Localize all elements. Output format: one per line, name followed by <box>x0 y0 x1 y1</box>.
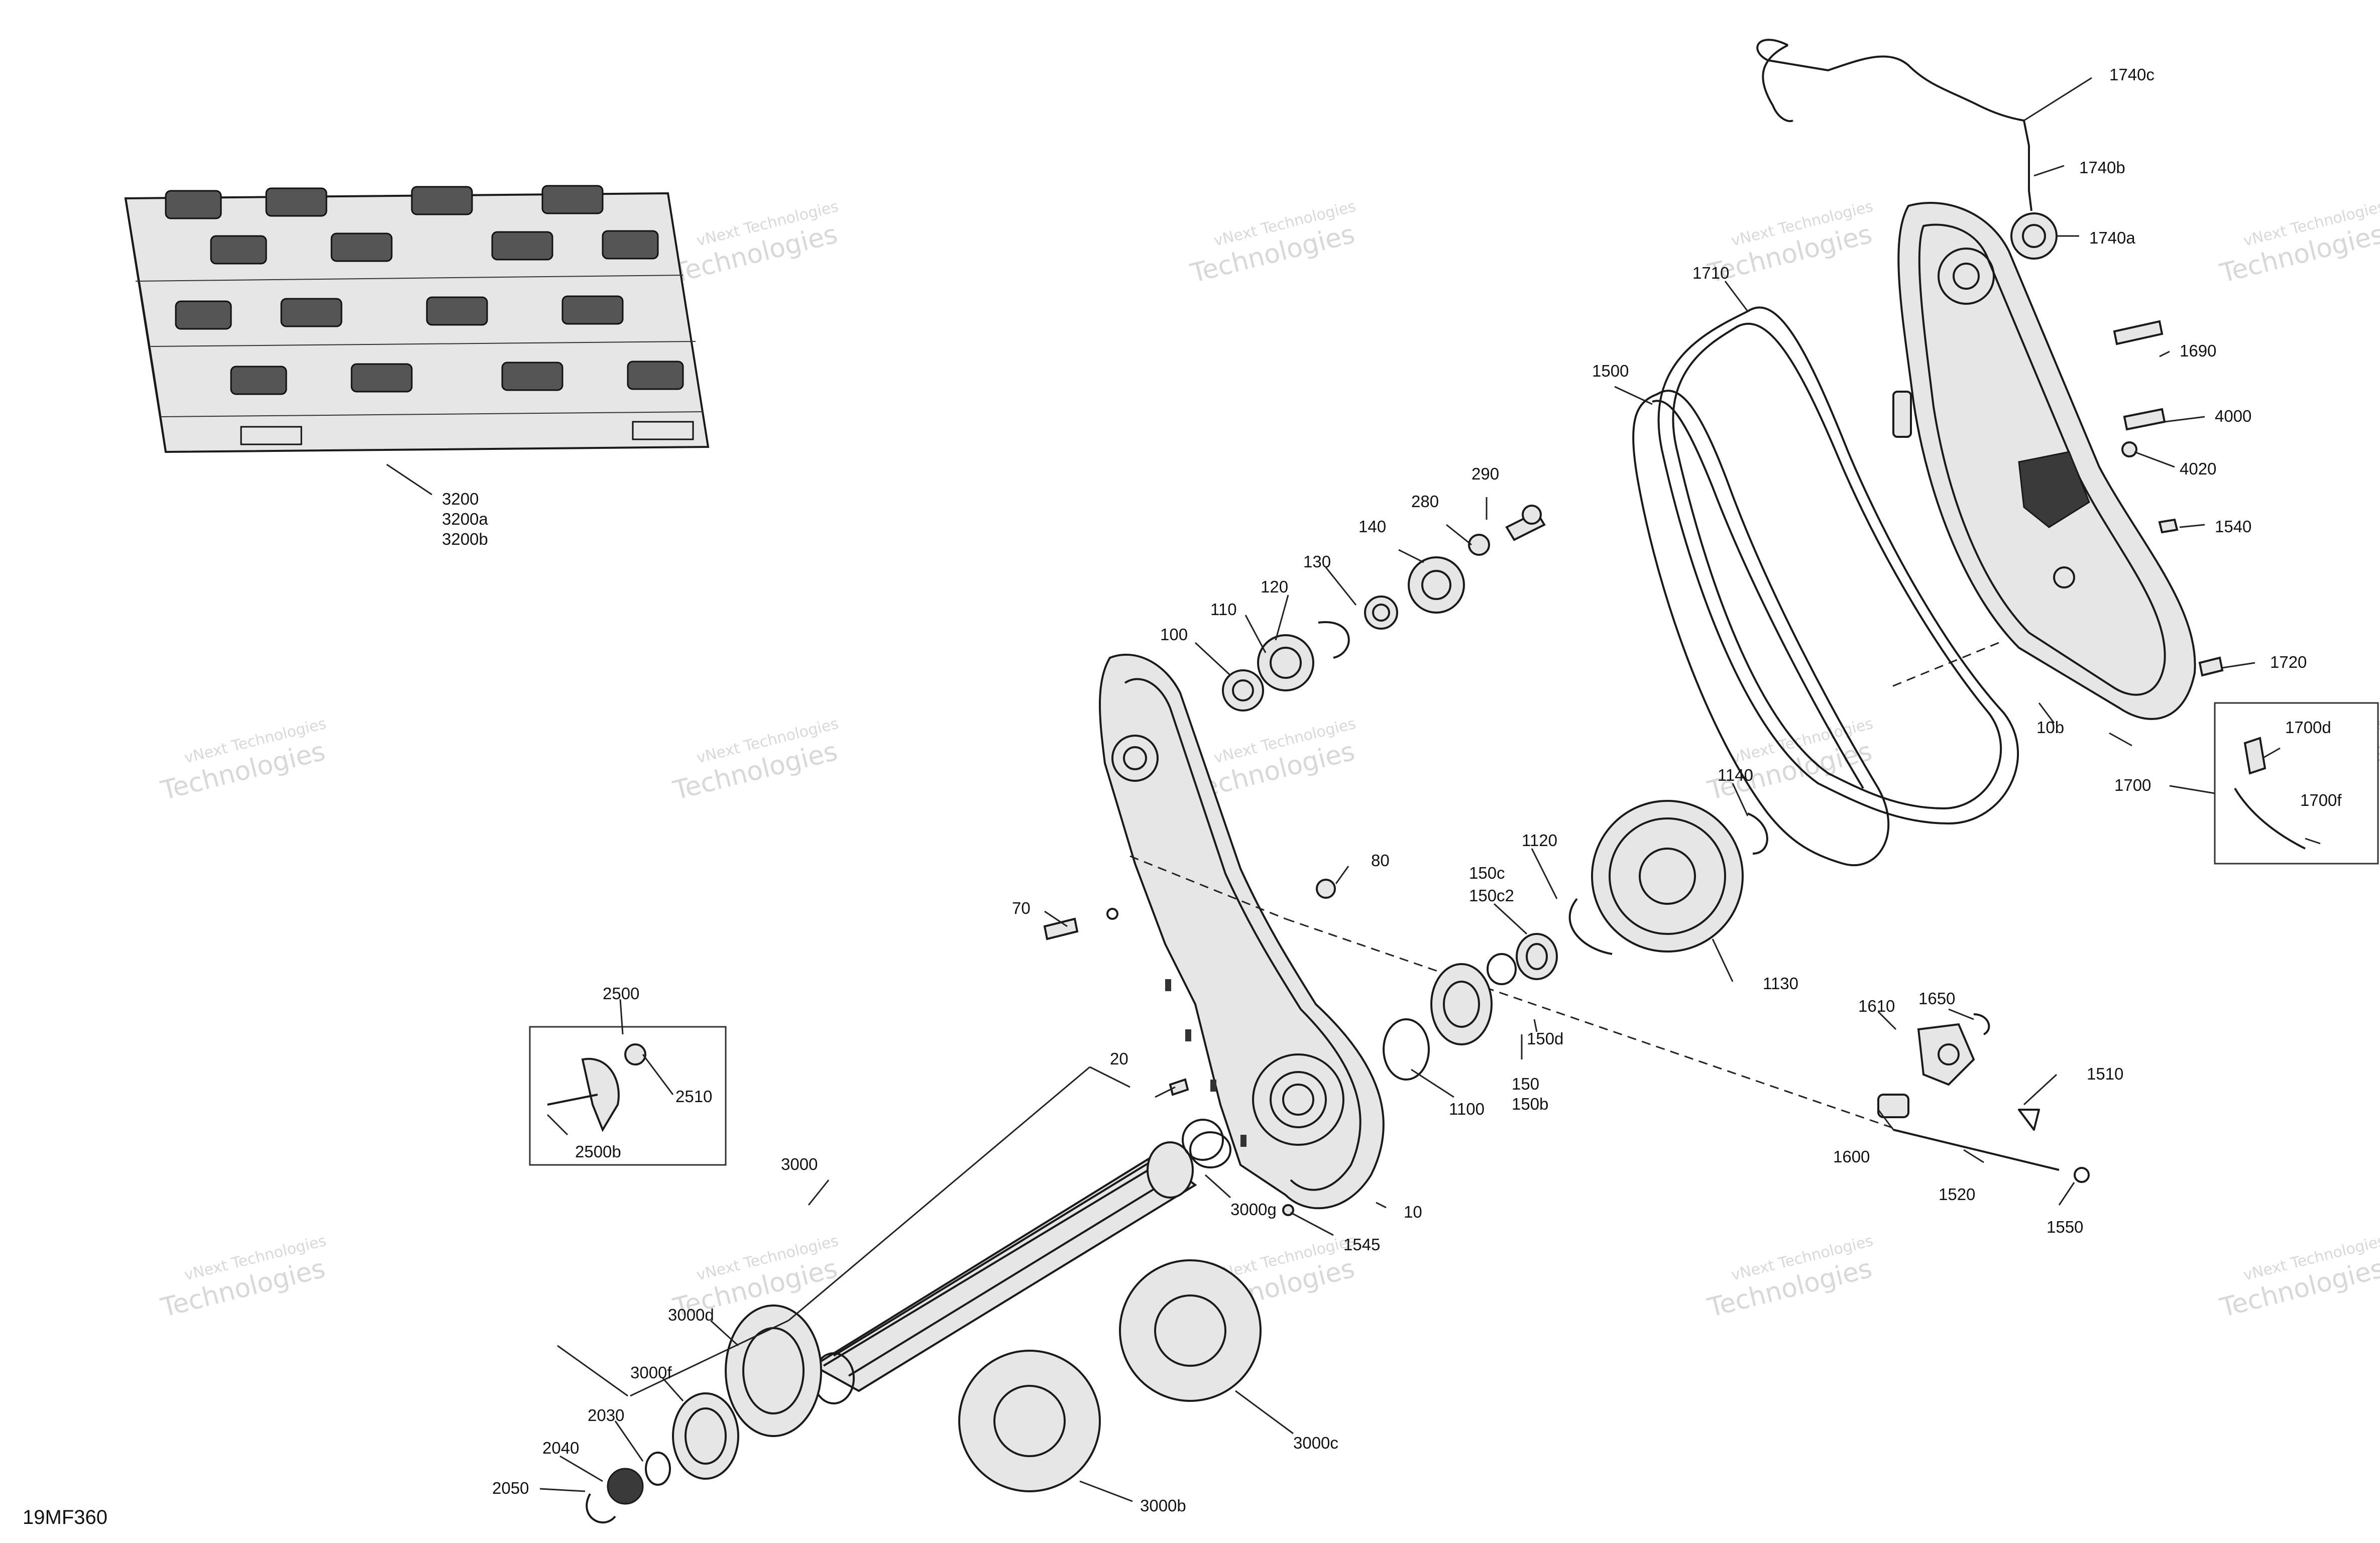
callout-150c2: 150c2 <box>1469 886 1514 905</box>
callout-2030: 2030 <box>588 1406 624 1425</box>
callout-1700d: 1700d <box>2285 718 2331 737</box>
callout-2510: 2510 <box>675 1087 712 1106</box>
callout-130: 130 <box>1303 552 1331 571</box>
assembly-axes <box>1129 642 1999 1131</box>
callout-3000c: 3000c <box>1293 1434 1338 1452</box>
drive-sprockets <box>958 1259 1262 1492</box>
callout-140: 140 <box>1358 517 1386 536</box>
watermark: vNext Technologies Technologies <box>1705 1232 1875 1324</box>
callout-3000g: 3000g <box>1230 1200 1277 1219</box>
callout-1700f: 1700f <box>2300 791 2342 809</box>
callout-1600: 1600 <box>1833 1147 1870 1166</box>
callout-1120: 1120 <box>1522 831 1557 850</box>
callout-1520: 1520 <box>1939 1185 1975 1204</box>
callout-3000d: 3000d <box>668 1305 714 1324</box>
callout-70: 70 <box>1012 899 1031 917</box>
watermark: vNext Technologies Technologies <box>1705 715 1875 806</box>
callout-3000: 3000 <box>781 1155 818 1173</box>
callout-290: 290 <box>1471 464 1499 483</box>
inset-2500 <box>529 1026 727 1166</box>
callout-20: 20 <box>1110 1049 1128 1068</box>
watermark: vNext Technologies Technologies <box>2217 1232 2380 1324</box>
callout-280: 280 <box>1411 492 1439 511</box>
callout-1545: 1545 <box>1343 1235 1380 1254</box>
callout-3000f: 3000f <box>630 1363 672 1382</box>
callout-labels: 3200 3200a 3200b 1740c 1740b 1740a 1710 … <box>442 65 2342 1515</box>
callout-1500: 1500 <box>1592 362 1629 380</box>
callout-2500b: 2500b <box>575 1142 621 1161</box>
chaincase-housing <box>1099 653 1385 1210</box>
callout-10b: 10b <box>2036 718 2064 737</box>
chains <box>1632 306 2019 867</box>
callout-1100: 1100 <box>1449 1100 1485 1118</box>
upper-shaft-parts <box>1222 505 1546 711</box>
callout-2500: 2500 <box>603 984 639 1003</box>
watermark: vNext Technologies Technologies <box>158 715 328 806</box>
callout-3000b: 3000b <box>1140 1496 1186 1515</box>
callout-1740c: 1740c <box>2109 65 2155 84</box>
callout-1690: 1690 <box>2180 341 2216 360</box>
callout-3200: 3200 <box>442 490 479 508</box>
callout-2040: 2040 <box>542 1439 579 1457</box>
lower-sprocket-parts <box>1383 800 1768 1081</box>
track-drawing <box>124 185 710 453</box>
callout-100: 100 <box>1160 625 1188 644</box>
callout-150d: 150d <box>1527 1029 1563 1048</box>
callout-1650: 1650 <box>1918 989 1955 1008</box>
watermark: vNext Technologies Technologies <box>1187 198 1358 289</box>
callout-1610: 1610 <box>1858 997 1895 1015</box>
callout-3200b: 3200b <box>442 530 488 548</box>
callout-2050: 2050 <box>492 1479 529 1497</box>
leader-lines <box>386 77 2321 1502</box>
chaincase-cover <box>1892 202 2196 720</box>
watermark: vNext Technologies Technologies <box>158 1232 328 1324</box>
sensor-harness <box>1756 39 2058 260</box>
diagram-reference-code: 19MF360 <box>23 1506 107 1528</box>
callout-150c: 150c <box>1469 864 1505 882</box>
callout-1740b: 1740b <box>2079 158 2125 177</box>
drive-shaft <box>812 1131 1231 1404</box>
callout-1510: 1510 <box>2087 1064 2123 1083</box>
callout-1700: 1700 <box>2114 776 2151 794</box>
outer-shaft-parts <box>586 1304 822 1523</box>
tensioner-parts <box>1877 1013 2090 1183</box>
callout-1540: 1540 <box>2215 517 2251 536</box>
callout-1740a: 1740a <box>2089 228 2135 247</box>
watermark: vNext Technologies Technologies <box>2217 198 2380 289</box>
fasteners <box>1043 320 2224 1216</box>
callout-1720: 1720 <box>2270 653 2307 671</box>
callout-3200a: 3200a <box>442 510 488 528</box>
inset-1700 <box>2214 702 2379 865</box>
callout-150b: 150b <box>1512 1095 1548 1113</box>
callout-80: 80 <box>1371 851 1390 870</box>
callout-4000: 4000 <box>2215 407 2251 425</box>
callout-1140: 1140 <box>1718 766 1753 784</box>
callout-10: 10 <box>1404 1203 1422 1221</box>
callout-110: 110 <box>1210 600 1237 619</box>
callout-1710: 1710 <box>1692 264 1729 282</box>
callout-1550: 1550 <box>2047 1218 2083 1236</box>
callout-120: 120 <box>1261 577 1288 596</box>
watermark: vNext Technologies Technologies <box>670 198 841 289</box>
callout-150: 150 <box>1512 1075 1539 1093</box>
callout-1130: 1130 <box>1763 974 1798 993</box>
callout-4020: 4020 <box>2180 459 2216 478</box>
watermark: vNext Technologies Technologies <box>670 715 841 806</box>
